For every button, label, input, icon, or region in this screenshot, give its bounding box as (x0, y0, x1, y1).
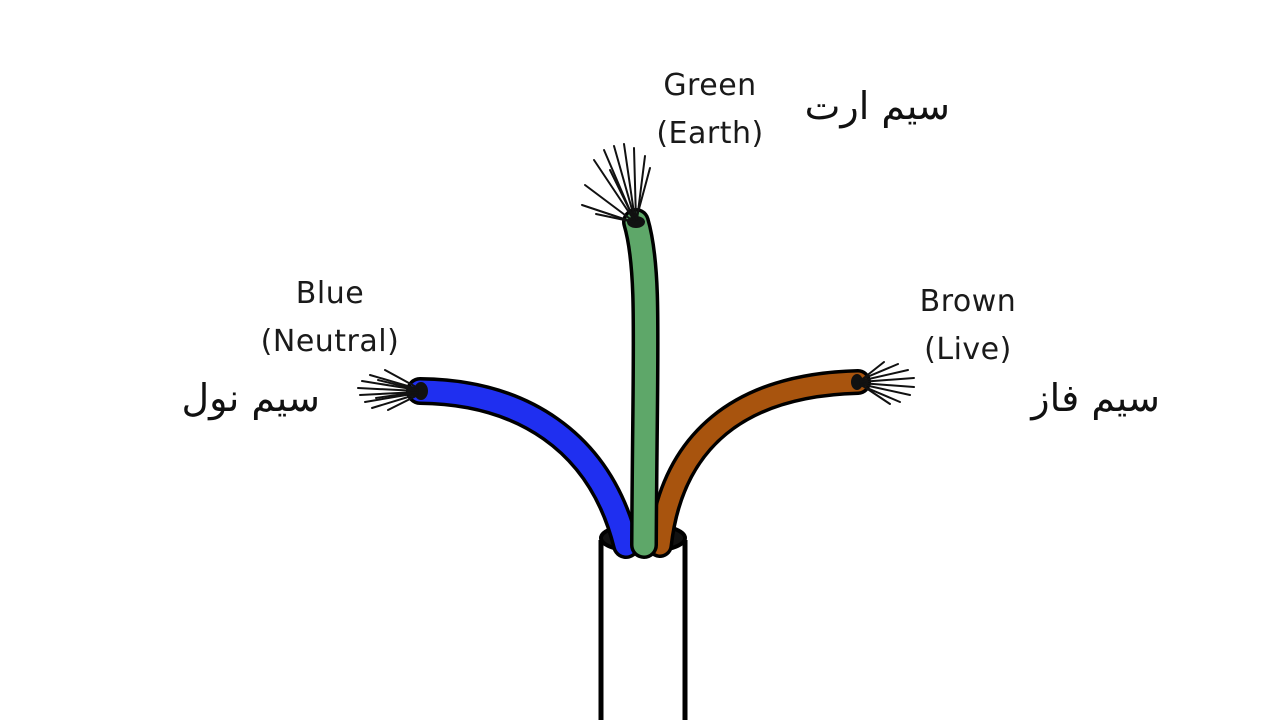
neutral-label: Blue (Neutral) (240, 270, 420, 366)
earth-label-role: (Earth) (656, 116, 764, 151)
live-persian-label: سیم فاز (1031, 376, 1160, 420)
neutral-persian-label: سیم نول (181, 376, 321, 420)
live-label-role: (Live) (924, 332, 1012, 367)
live-label: Brown (Live) (900, 278, 1036, 374)
earth-label-name: Green (663, 68, 757, 103)
live-wire (647, 369, 871, 558)
earth-persian-label: سیم ارت (804, 84, 950, 128)
neutral-label-name: Blue (295, 276, 365, 311)
earth-strands (581, 143, 651, 223)
neutral-strands (357, 369, 419, 411)
live-strands (859, 361, 915, 405)
live-label-name: Brown (919, 284, 1017, 319)
earth-wire (622, 208, 660, 559)
neutral-label-role: (Neutral) (260, 324, 400, 359)
earth-label: Green (Earth) (640, 62, 780, 158)
neutral-wire (406, 377, 640, 559)
